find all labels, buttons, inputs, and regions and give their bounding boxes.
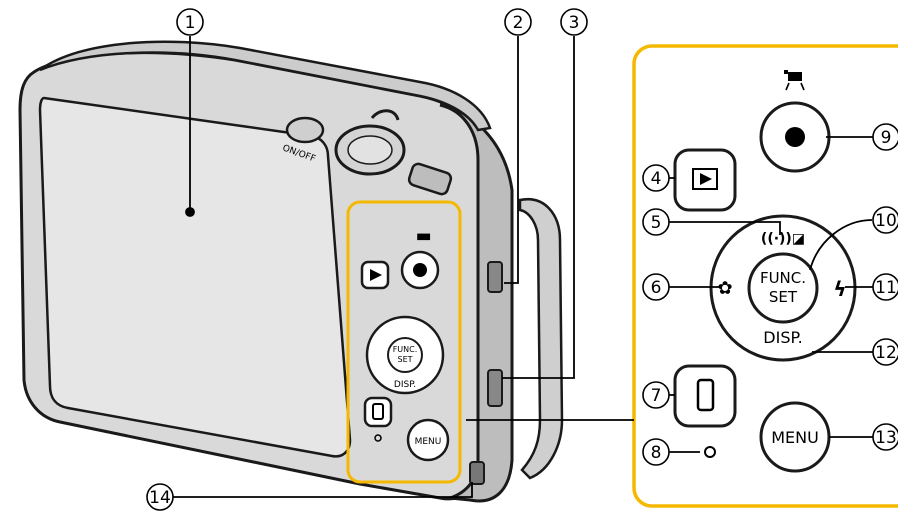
callout-4: 4 [642,164,670,192]
callout-9: 9 [872,123,898,151]
detail-mobile-button[interactable] [673,364,737,428]
camera-mobile-button[interactable] [363,396,393,428]
callout-13: 13 [872,423,898,451]
svg-text:14: 14 [149,488,171,508]
flash-icon: ϟ [833,277,846,301]
hdmi-port [487,261,503,293]
callout-1: 1 [176,8,204,36]
svg-text:8: 8 [651,443,662,463]
callout-lines [172,36,878,498]
wifi-exposure-icon: ((·))◪ [761,231,805,247]
camera-set-label: SET [397,355,412,364]
playback-frame [692,168,718,190]
macro-icon: ✿ [717,278,732,299]
svg-text:1: 1 [185,13,196,33]
indicator-lamp-icon [704,446,716,458]
svg-text:12: 12 [875,343,897,363]
callout-11: 11 [872,273,898,301]
svg-text:5: 5 [651,213,662,233]
playback-triangle-icon [700,173,712,185]
detail-panel-buttons: FUNC. SET ((·))◪ ✿ ϟ DISP. MENU [673,70,857,473]
callout-6: 6 [642,273,670,301]
camera-button-panel-highlight [346,200,462,484]
camera-func-set-button[interactable] [387,337,423,373]
record-dot-icon [785,127,805,147]
detail-panel-frame [632,44,898,508]
svg-text:2: 2 [513,13,524,33]
callout-8: 8 [642,438,670,466]
mobile-device-icon [696,378,715,412]
svg-text:11: 11 [875,278,897,298]
svg-text:7: 7 [651,386,662,406]
detail-func-label: FUNC. [760,269,806,287]
detail-menu-label: MENU [771,428,819,447]
callout-7: 7 [642,381,670,409]
mobile-device-icon [372,403,384,420]
top-controls: ON/OFF [281,109,453,196]
terminal-cover [518,197,564,480]
svg-text:13: 13 [875,428,897,448]
camera-indicator-lamp [374,434,382,442]
movie-camera-icon [784,70,805,91]
shutter-inner-ring [347,135,393,165]
svg-text:4: 4 [651,169,662,189]
detail-set-label: SET [769,288,798,306]
camera-rear-buttons: ▝▀ FUNC. SET DISP. MENU [360,233,450,462]
svg-text:6: 6 [651,278,662,298]
power-button[interactable] [285,116,325,144]
svg-text:10: 10 [875,211,897,231]
callout-5: 5 [642,208,670,236]
svg-text:3: 3 [569,13,580,33]
camera-menu-label: MENU [415,437,442,447]
side-ports [469,197,564,485]
callouts: 1 2 3 4 5 6 7 8 [146,8,898,511]
camera-menu-button[interactable] [406,418,450,462]
record-dot-icon [413,263,427,277]
callout-12: 12 [872,338,898,366]
strap-eyelet [469,461,485,485]
callout-14: 14 [146,483,174,511]
camera-movie-icon: ▝▀ [413,233,430,247]
callout-10: 10 [872,206,898,234]
mode-switch[interactable] [407,162,453,196]
callout-2: 2 [504,8,532,36]
detail-func-set-button[interactable] [747,252,819,324]
playback-triangle-icon [370,269,382,281]
strap-mount [370,109,400,121]
av-port [487,369,503,407]
camera-disp-label: DISP. [394,380,416,390]
detail-disp-label: DISP. [763,328,802,347]
lcd-screen [38,96,352,458]
camera-func-label: FUNC. [393,345,418,354]
callout-3: 3 [560,8,588,36]
svg-text:9: 9 [881,128,892,148]
